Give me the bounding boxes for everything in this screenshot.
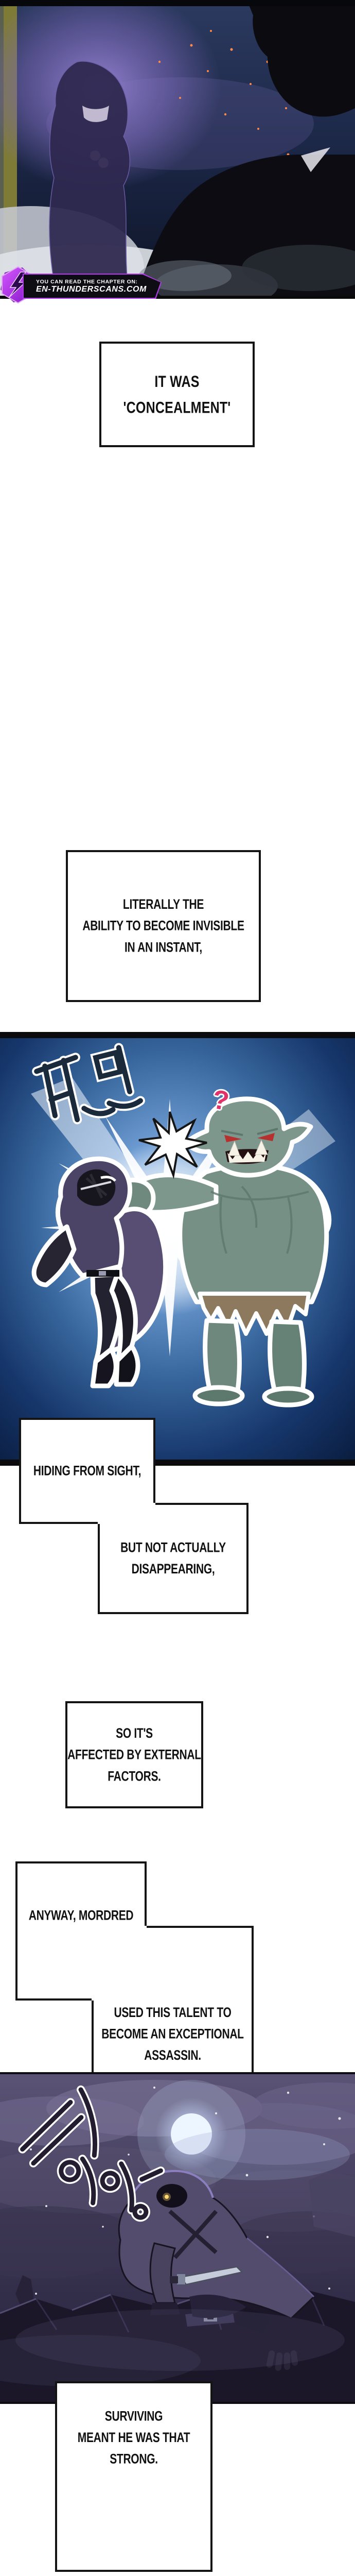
dialogue-line: DISAPPEARING, [131, 1562, 215, 1577]
dialogue-box-1: IT WAS 'CONCEALMENT' [99, 342, 255, 447]
dialogue-line: USED THIS TALENT TO [114, 2005, 232, 2021]
panel-impact-scene [0, 1032, 355, 1466]
dialogue-line: MEANT HE WAS THAT [77, 2430, 190, 2445]
dialogue-line: FACTORS. [108, 1769, 161, 1784]
dialogue-line: AFFECTED BY EXTERNAL [67, 1747, 201, 1762]
hooded-ghost-figure [49, 61, 131, 297]
badge-line2: EN-THUNDERSCANS.COM [36, 284, 147, 294]
dialogue-box-5: SO IT'S AFFECTED BY EXTERNAL FACTORS. [65, 1701, 203, 1808]
dialogue-text: SO IT'S AFFECTED BY EXTERNAL FACTORS. [67, 1723, 201, 1787]
dialogue-line: BUT NOT ACTUALLY [120, 1540, 226, 1555]
tusk [228, 1140, 240, 1156]
dialogue-line: BECOME AN EXCEPTIONAL [101, 2026, 244, 2042]
starburst [41, 1099, 298, 1357]
glove-fingers [266, 2350, 298, 2371]
dialogue-line: STRONG. [110, 2451, 158, 2467]
dialogue-line: HIDING FROM SIGHT, [33, 1463, 141, 1479]
crouching-assassin [118, 2170, 315, 2371]
glove [150, 2303, 180, 2315]
dialogue-text: LITERALLY THE ABILITY TO BECOME INVISIBL… [82, 894, 244, 958]
dialogue-line: SURVIVING [104, 2409, 163, 2424]
ghost-face [82, 106, 109, 122]
chibi-assassin [31, 1156, 168, 1388]
dialogue-line: IT WAS [154, 372, 200, 391]
dialogue-line: ASSASSIN. [144, 2048, 201, 2063]
panel-night-scene [0, 2072, 355, 2404]
chest-straps [168, 2210, 218, 2259]
dialogue-text: HIDING FROM SIGHT, [33, 1460, 141, 1482]
dialogue-box-8: SURVIVING MEANT HE WAS THAT STRONG. [55, 2381, 212, 2572]
badge-line1: YOU CAN READ THE CHAPTER ON: [36, 278, 138, 285]
tusk [255, 1139, 268, 1155]
badge-banner: YOU CAN READ THE CHAPTER ON: EN-THUNDERS… [23, 274, 162, 299]
dialogue-line: SO IT'S [116, 1725, 153, 1741]
eye-glint [165, 2195, 169, 2199]
dialogue-text: SURVIVING MEANT HE WAS THAT STRONG. [78, 2405, 190, 2470]
dialogue-line: ABILITY TO BECOME INVISIBLE [82, 919, 244, 934]
spike-flash-bubble [138, 1111, 207, 1179]
dialogue-box-3: HIDING FROM SIGHT, [19, 1418, 155, 1524]
foreground-silhouette [135, 0, 355, 299]
hood-shadow [156, 2184, 187, 2208]
orc-head [184, 1096, 313, 1178]
dialogue-text: ANYWAY, MORDRED [29, 1905, 134, 1926]
box-merge-patch [98, 1503, 155, 1524]
spiky-hair [278, 7, 348, 32]
dialogue-line: IN AN INSTANT, [125, 940, 202, 955]
dagger-handle [170, 2276, 178, 2283]
collar-highlight [301, 147, 330, 172]
dialogue-line: ANYWAY, MORDRED [28, 1908, 134, 1923]
box-merge-patch [92, 1926, 147, 2001]
dialogue-text: IT WAS 'CONCEALMENT' [123, 368, 231, 420]
dialogue-text: USED THIS TALENT TO BECOME AN EXCEPTIONA… [101, 2002, 244, 2066]
dialogue-line: LITERALLY THE [122, 897, 204, 912]
moon [171, 2113, 212, 2155]
panel-concealment-scene [0, 0, 355, 299]
dialogue-box-2: LITERALLY THE ABILITY TO BECOME INVISIBL… [66, 850, 261, 1002]
distant-rock [309, 2160, 355, 2237]
dialogue-line: 'CONCEALMENT' [123, 398, 231, 417]
impact-sfx [32, 1043, 145, 1125]
wind-sfx [18, 2085, 165, 2222]
dialogue-text: BUT NOT ACTUALLY DISAPPEARING, [120, 1537, 226, 1580]
boot [236, 2307, 272, 2333]
